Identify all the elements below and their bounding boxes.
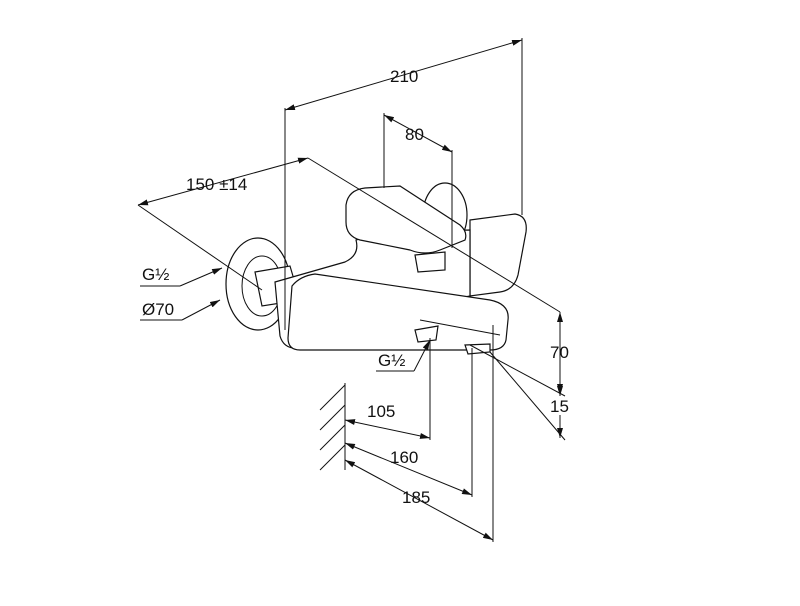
rear-body (469, 213, 527, 297)
label-rosette-diameter: Ø70 (142, 300, 174, 319)
dimension-210: 210 (284, 38, 523, 330)
dimension-label-210: 210 (390, 67, 418, 86)
dimension-label-70: 70 (550, 343, 569, 362)
dimension-80: 80 (383, 113, 453, 248)
wall-hatch (319, 383, 346, 471)
callout-outlet-thread: G½ (376, 339, 431, 372)
dimension-105: 105 (344, 338, 431, 440)
dimension-label-80: 80 (405, 125, 424, 144)
callout-inlet-thread: G½ (140, 265, 223, 287)
dimension-70-15: 70 15 (469, 312, 569, 441)
outlet-thread (414, 325, 439, 343)
label-outlet-thread: G½ (378, 351, 405, 370)
dimension-185: 185 (344, 325, 494, 542)
dimension-150: 150 ±14 (137, 157, 561, 313)
callout-rosette-diameter: Ø70 (140, 299, 221, 321)
dimension-label-15: 15 (550, 397, 569, 416)
label-inlet-thread: G½ (142, 265, 169, 284)
spout-block (287, 273, 509, 351)
diverter-knob (414, 251, 446, 273)
dimension-label-150: 150 ±14 (186, 175, 247, 194)
dimension-label-185: 185 (402, 488, 430, 507)
faucet-body (225, 182, 527, 355)
dimension-160: 160 (344, 348, 473, 497)
dimension-label-160: 160 (390, 448, 418, 467)
dimension-label-105: 105 (367, 402, 395, 421)
